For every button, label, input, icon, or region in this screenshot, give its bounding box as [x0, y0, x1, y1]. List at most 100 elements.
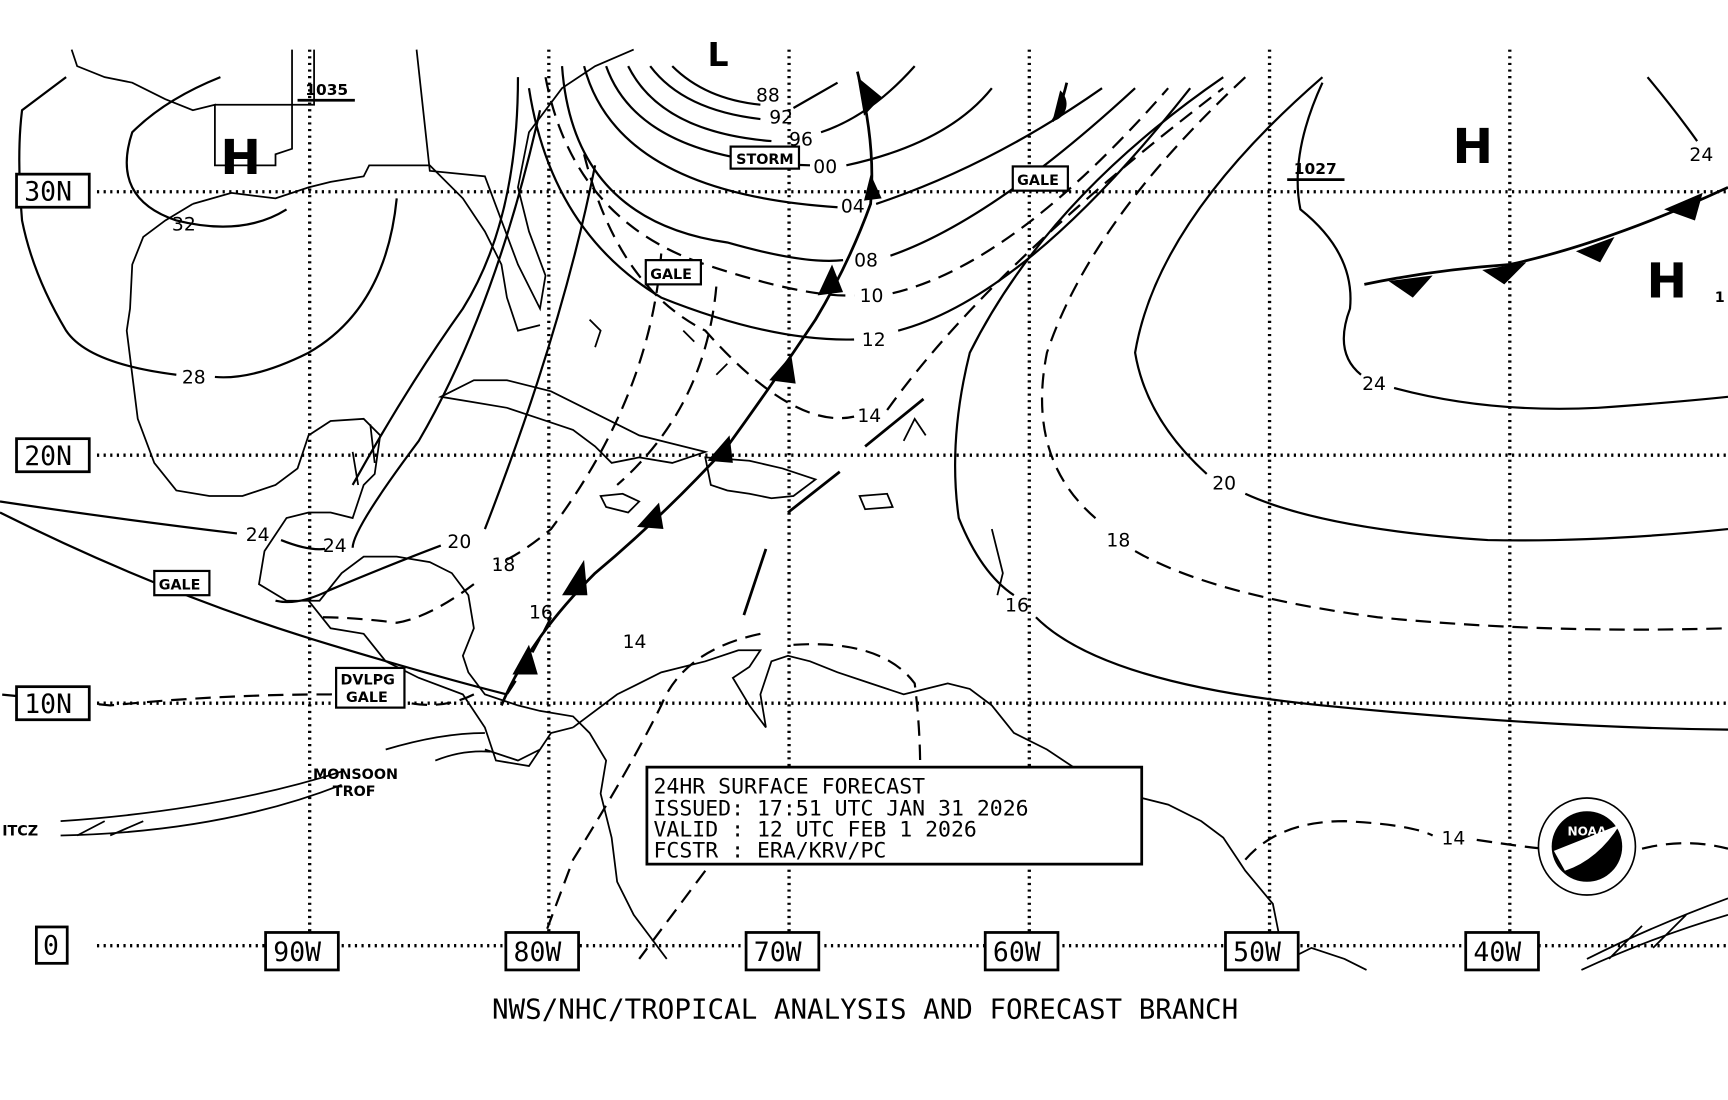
lon-label-70w: 70W [754, 937, 802, 968]
isobar-label: 20 [447, 532, 471, 553]
isobar-label: 24 [1362, 374, 1386, 395]
lon-label-60w: 60W [993, 937, 1041, 968]
isobar-1024 [0, 500, 326, 551]
isobar-1012 [527, 87, 1192, 341]
isobar-1032 [125, 76, 288, 228]
isobar-label: 20 [1212, 473, 1236, 494]
lon-label-80w: 80W [514, 937, 562, 968]
isobar-label: 08 [854, 251, 878, 272]
isobars [0, 65, 1728, 960]
stationary-cold-front [1364, 186, 1728, 286]
coastlines [70, 48, 1367, 971]
isobar-1024-ne [1646, 76, 1699, 142]
isobar-992 [649, 65, 839, 121]
forecast-info-box: 24HR SURFACE FORECAST ISSUED: 17:51 UTC … [645, 765, 1144, 866]
gale-warning: GALE [644, 259, 702, 286]
isobar-label: 88 [756, 85, 780, 106]
lat-label-equator: 0 [43, 931, 59, 962]
gale-warning-label: GALE [1017, 173, 1059, 189]
cold-front-barb [857, 77, 882, 116]
itcz-band [60, 732, 1728, 971]
isobar-label: 10 [860, 286, 884, 307]
trough-lines [742, 397, 925, 616]
isobar-1004 [583, 65, 1103, 209]
low-pressure-symbol: L [708, 35, 729, 74]
forecast-title: 24HR SURFACE FORECAST [654, 775, 926, 800]
cold-front-barb [769, 354, 796, 384]
valid-time: VALID : 12 UTC FEB 1 2026 [654, 818, 977, 843]
cold-front-barb [562, 559, 588, 596]
isobar-1020-e [1133, 76, 1728, 542]
isobar-label: 14 [1441, 828, 1465, 849]
isobar-label: 96 [789, 129, 813, 150]
itcz-hatch [76, 820, 144, 837]
isobar-1020 [275, 165, 597, 604]
isobar-1014-s [538, 632, 761, 949]
isobar-label: 16 [1005, 596, 1029, 617]
longitude-labels: 90W 80W 70W 60W 50W 40W [264, 931, 1540, 972]
isobar-label: 12 [862, 330, 886, 351]
isobar-1018 [319, 253, 663, 624]
isobar-1014 [583, 87, 1224, 420]
monsoon-trough-label: MONSOON [313, 767, 398, 783]
gale-warning: GALE [153, 569, 211, 597]
isobar-988 [671, 65, 761, 106]
isobar-1018-e [1040, 76, 1728, 631]
isobar-1016-w [616, 286, 718, 486]
lon-label-40w: 40W [1473, 937, 1521, 968]
front-barb [1388, 275, 1433, 298]
isobar-label: 24 [323, 536, 347, 557]
lat-label-10n: 10N [24, 689, 72, 720]
isobar-1020-w [0, 511, 508, 696]
gale-warning-label: GALE [650, 267, 692, 283]
isobar-label: 00 [813, 157, 837, 178]
isobar-1014-se [1244, 820, 1728, 861]
isobar-label: 16 [529, 602, 553, 623]
cold-front-barb [707, 435, 733, 463]
monsoon-trough-lines [60, 732, 491, 837]
lat-label-20n: 20N [24, 441, 72, 472]
isobar-label: 24 [1689, 145, 1713, 166]
cold-front-barb [512, 644, 538, 675]
isobar-label: 18 [1106, 531, 1130, 552]
isobar-label: 32 [172, 214, 196, 235]
dvlpg-label: DVLPG [341, 672, 395, 688]
high-pressure-value: 1035 [305, 81, 348, 99]
fronts [500, 71, 1728, 706]
high-pressure-value: 1027 [1294, 160, 1337, 178]
gale-label: GALE [346, 690, 388, 706]
isobar-label: 14 [857, 406, 881, 427]
itcz-label: ITCZ [2, 823, 38, 839]
isobar-label: 92 [769, 107, 793, 128]
isobar-label: 28 [182, 368, 206, 389]
forecasters: FCSTR : ERA/KRV/PC [654, 839, 887, 864]
isobar-1024-b [351, 109, 542, 548]
developing-gale-warning: DVLPG GALE [335, 666, 406, 709]
monsoon-trough-label: TROF [333, 784, 376, 800]
itcz-hatch-east [1581, 897, 1728, 971]
isobar-1008 [560, 66, 1136, 262]
latitude-labels: 30N 20N 10N 0 [15, 172, 91, 965]
front-barb [1575, 236, 1615, 263]
isobar-label: 18 [492, 555, 516, 576]
isobar-1014-s2 [638, 643, 922, 960]
high-pressure-value: 1 [1715, 290, 1725, 306]
isobar-1032-east [351, 77, 520, 486]
lat-label-30n: 30N [24, 177, 72, 208]
front-barb [1664, 192, 1703, 221]
high-pressure-symbol: H [1646, 254, 1687, 310]
footer-credit: NWS/NHC/TROPICAL ANALYSIS AND FORECAST B… [492, 993, 1238, 1025]
isobar-1016 [954, 76, 1728, 731]
isobar-monsoon [0, 616, 553, 707]
isobar-label: 04 [841, 197, 865, 218]
isobar-1024-e [1296, 82, 1728, 410]
isobar-label: 24 [246, 525, 270, 546]
warm-front-semicircle [1052, 90, 1067, 122]
front-barb [1482, 262, 1527, 285]
storm-warning-label: STORM [736, 152, 794, 168]
lon-label-90w: 90W [273, 937, 321, 968]
gale-warning-label: GALE [159, 578, 201, 594]
cold-front-barb [636, 502, 664, 530]
